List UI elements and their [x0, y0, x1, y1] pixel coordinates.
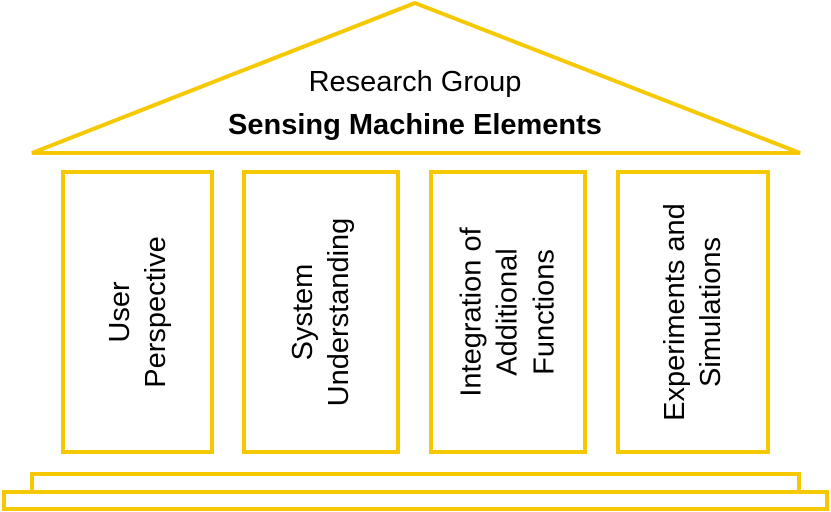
pillar-label: User Perspective: [103, 236, 172, 388]
base-step-upper: [30, 472, 801, 494]
roof-title-line1: Research Group: [308, 66, 522, 98]
roof: [31, 0, 801, 155]
base-step-lower: [2, 490, 829, 511]
pillar-system-understanding: System Understanding: [242, 170, 400, 454]
pillar-integration-functions: Integration of Additional Functions: [429, 170, 587, 454]
pillar-label: Integration of Additional Functions: [455, 227, 561, 397]
pillar-label: Experiments and Simulations: [658, 203, 727, 421]
pillar-user-perspective: User Perspective: [61, 170, 214, 454]
pillar-label: System Understanding: [286, 217, 355, 407]
roof-title-line2: Sensing Machine Elements: [228, 109, 602, 141]
pillar-experiments-simulations: Experiments and Simulations: [616, 170, 770, 454]
